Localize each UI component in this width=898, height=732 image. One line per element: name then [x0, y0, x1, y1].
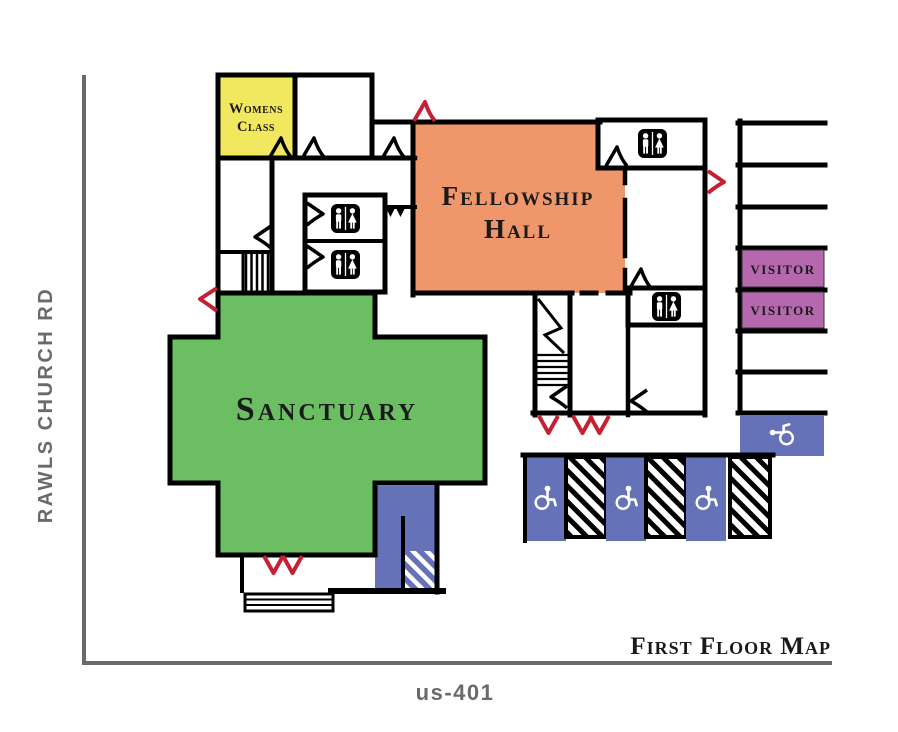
stairs-left — [244, 253, 270, 293]
exit-door-icon — [537, 415, 560, 435]
womens-class-label-line1: Womens — [229, 101, 283, 117]
door-icon — [604, 145, 629, 168]
parking-column-right — [735, 118, 828, 416]
handicap-spot-3 — [686, 457, 726, 541]
restroom-icon — [637, 128, 668, 159]
exit-door-icon — [281, 555, 304, 575]
parking-row-bottom — [520, 452, 776, 543]
bottom-road-label: us-401 — [416, 680, 495, 705]
exit-door-icon — [198, 286, 219, 313]
exit-door-icon — [571, 415, 594, 435]
exit-door-icon — [706, 169, 726, 195]
handicap-spot-1 — [525, 457, 566, 541]
door-icon — [549, 384, 569, 410]
fellowship-hall-label-line1: Fellowship — [442, 181, 595, 211]
access-aisle-3 — [728, 455, 772, 539]
visitor-spot-2 — [741, 291, 825, 329]
exit-door-icon — [262, 555, 285, 575]
restroom-icon — [330, 203, 361, 234]
restroom-icon — [651, 291, 682, 322]
classroom — [292, 72, 375, 161]
exterior-doors — [198, 100, 726, 575]
map-title: First Floor Map — [630, 633, 831, 660]
entry-hatch-area — [405, 551, 437, 592]
door-icon — [301, 136, 326, 159]
door-icon — [629, 388, 649, 414]
visitor-spot-1 — [741, 249, 825, 288]
handicap-spot-2 — [606, 457, 646, 541]
front-steps — [243, 592, 335, 613]
visitor-spot-label: VISITOR — [750, 303, 815, 318]
interior-doors — [253, 136, 653, 414]
access-aisle-2 — [644, 455, 688, 539]
sanctuary-label: Sanctuary — [236, 391, 418, 428]
restroom-icon — [330, 249, 361, 280]
exit-door-icon — [412, 100, 437, 123]
access-aisle-1 — [564, 455, 608, 539]
folding-door-icon — [386, 208, 395, 217]
walls — [215, 72, 708, 595]
exit-door-icon — [588, 415, 611, 435]
door-icon — [381, 136, 406, 159]
door-icon — [628, 267, 653, 290]
bottom-road-line — [82, 661, 832, 665]
door-icon — [305, 244, 325, 270]
left-road-line — [82, 75, 86, 665]
door-icon — [268, 136, 293, 159]
stairwell-center — [535, 297, 569, 387]
visitor-spot-label: VISITOR — [750, 262, 815, 277]
fellowship-hall-label-line2: Hall — [484, 214, 552, 244]
folding-door-icon — [396, 208, 405, 217]
left-road-label: RAWLS CHURCH RD — [35, 287, 57, 523]
fellowship-hall-area — [413, 122, 625, 293]
door-icon — [253, 224, 273, 250]
sanctuary-area — [167, 290, 488, 558]
womens-class-label-line2: Class — [237, 119, 275, 135]
road-borders — [82, 75, 832, 665]
door-icon — [305, 201, 325, 227]
